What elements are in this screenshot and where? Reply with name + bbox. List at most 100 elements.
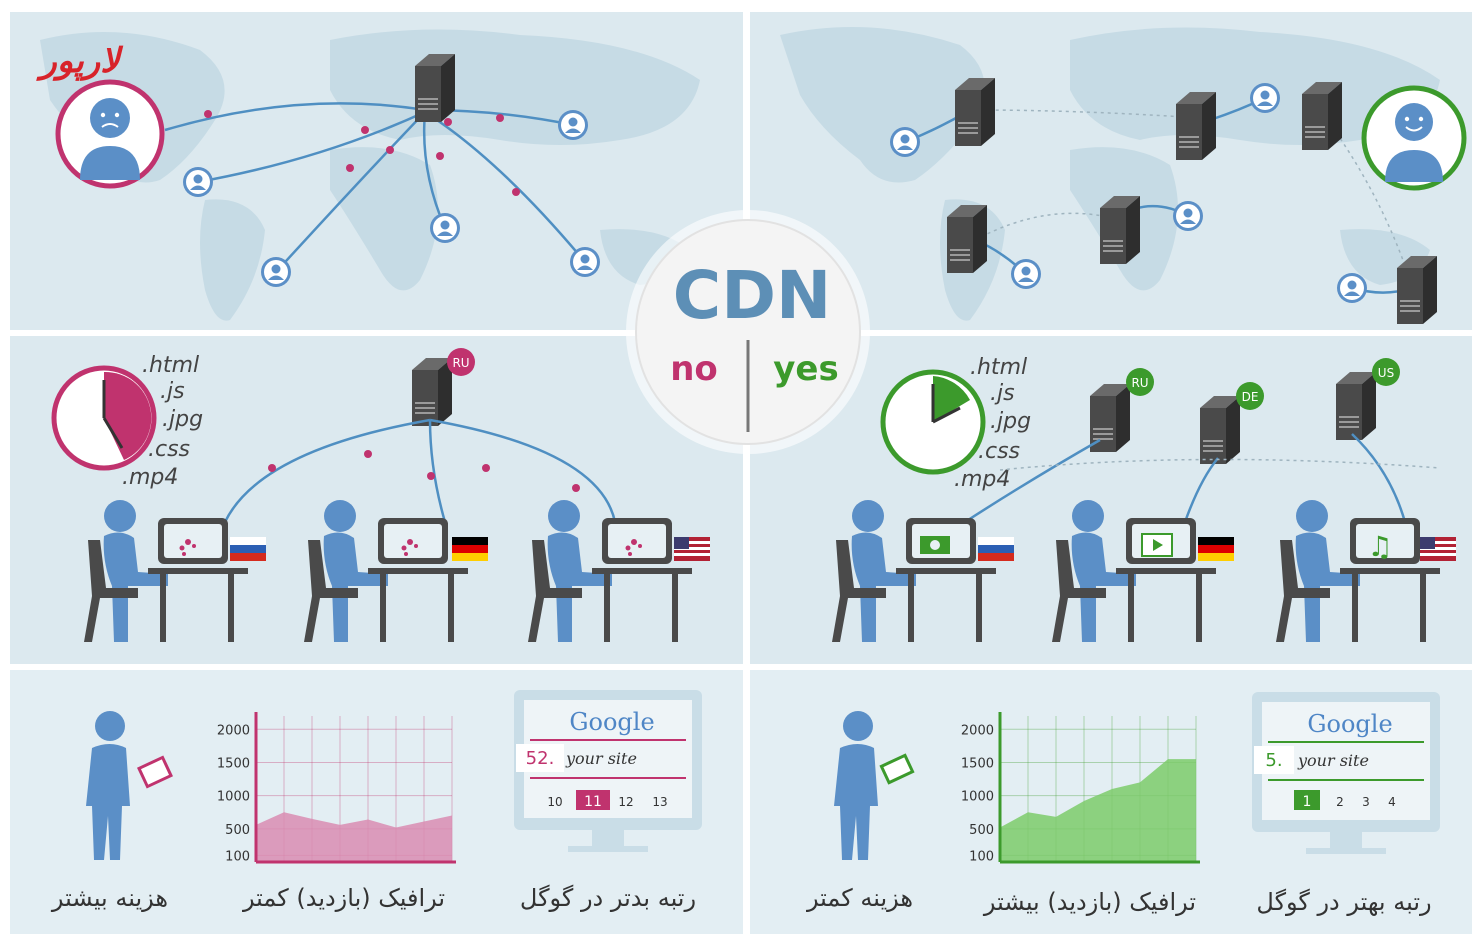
y-tick-label: 1500 bbox=[217, 756, 250, 771]
user-pin-icon bbox=[1011, 259, 1041, 289]
clock-slow-icon bbox=[51, 365, 157, 471]
flag-usa-icon bbox=[674, 537, 710, 561]
file-type-label: .mp4 bbox=[122, 465, 178, 490]
badge-de: DE bbox=[1236, 382, 1264, 410]
money-icon bbox=[920, 536, 950, 554]
server-icon bbox=[1200, 396, 1240, 464]
y-tick-label: 1500 bbox=[961, 756, 994, 771]
delivery-lines-yes bbox=[964, 433, 1407, 524]
google-current-page bbox=[576, 790, 610, 810]
y-tick-label: 1000 bbox=[217, 790, 250, 805]
file-type-label: .html bbox=[142, 353, 199, 378]
user-pin-icon bbox=[1250, 83, 1280, 113]
server-icon bbox=[1302, 82, 1342, 150]
file-type-label: .css bbox=[978, 439, 1020, 464]
svg-text:RU: RU bbox=[1131, 376, 1148, 390]
y-tick-label: 100 bbox=[225, 849, 250, 864]
cash-icon bbox=[879, 753, 915, 785]
user-pin-icon bbox=[1337, 273, 1367, 303]
google-your-site: your site bbox=[1297, 751, 1369, 770]
google-logo: Google bbox=[1307, 710, 1392, 738]
delivery-lines-no bbox=[223, 418, 617, 523]
server-icon bbox=[1336, 372, 1376, 440]
file-list-yes: .html .js .jpg .css .mp4 bbox=[954, 355, 1031, 492]
y-tick-label: 1000 bbox=[961, 790, 994, 805]
server-icon bbox=[412, 358, 452, 426]
file-type-label: .css bbox=[148, 437, 190, 462]
google-your-site: your site bbox=[565, 749, 637, 768]
area-series bbox=[1000, 759, 1196, 862]
area-series bbox=[256, 812, 452, 862]
y-tick-label: 2000 bbox=[217, 723, 250, 738]
delivery-dotted-yes bbox=[999, 458, 1441, 471]
clock-fast-icon bbox=[880, 369, 986, 475]
no-label: no bbox=[670, 349, 718, 389]
google-page-number: 12 bbox=[618, 795, 633, 809]
caption-no-cost: هزینه بیشتر bbox=[51, 884, 168, 912]
user-pin-icon bbox=[570, 247, 600, 277]
svg-text:DE: DE bbox=[1242, 390, 1259, 404]
caption-yes-traffic: ترافیک (بازدید) بیشتر bbox=[983, 888, 1196, 916]
server-icon bbox=[1100, 196, 1140, 264]
flag-russia-icon bbox=[230, 537, 266, 561]
google-rank-number: 52. bbox=[526, 748, 555, 769]
server-icon bbox=[955, 78, 995, 146]
google-page-number: 1 bbox=[1303, 794, 1312, 810]
caption-yes-rank: رتبه بهتر در گوگل bbox=[1256, 888, 1431, 916]
delivery-dots-no bbox=[268, 450, 580, 492]
google-page-number: 3 bbox=[1362, 795, 1370, 809]
y-tick-label: 500 bbox=[969, 823, 994, 838]
file-type-label: .jpg bbox=[990, 409, 1031, 434]
server-icon bbox=[415, 54, 455, 122]
svg-text:US: US bbox=[1378, 366, 1394, 380]
server-icon bbox=[947, 205, 987, 273]
traffic-chart-no: 2000 1500 1000 500 100 bbox=[217, 712, 456, 864]
cdn-title: CDN bbox=[673, 257, 831, 334]
file-type-label: .jpg bbox=[162, 407, 203, 432]
happy-user-avatar bbox=[1361, 85, 1467, 191]
caption-yes-cost: هزینه کمتر bbox=[806, 884, 913, 912]
svg-text:RU: RU bbox=[452, 356, 469, 370]
badge-us: US bbox=[1372, 358, 1400, 386]
file-type-label: .js bbox=[990, 381, 1015, 406]
badge-ru: RU bbox=[1126, 368, 1154, 396]
file-type-label: .mp4 bbox=[954, 467, 1010, 492]
google-rank-panel-yes: Google 5. your site 1 2 3 4 bbox=[1252, 692, 1440, 854]
flag-germany-icon bbox=[1198, 537, 1234, 561]
cdn-badge: CDN no yes bbox=[626, 210, 870, 454]
network-no-dots bbox=[204, 110, 520, 196]
video-play-icon bbox=[1141, 533, 1173, 557]
y-tick-label: 500 bbox=[225, 823, 250, 838]
badge-ru: RU bbox=[447, 348, 475, 376]
user-pin-icon bbox=[890, 127, 920, 157]
user-pin-icon bbox=[558, 110, 588, 140]
user-pin-icon bbox=[261, 257, 291, 287]
server-icon bbox=[1176, 92, 1216, 160]
credit-card-icon bbox=[136, 755, 174, 789]
user-pin-icon bbox=[1173, 201, 1203, 231]
google-page-number: 13 bbox=[652, 795, 667, 809]
flag-germany-icon bbox=[452, 537, 488, 561]
file-list-no: .html .js .jpg .css .mp4 bbox=[122, 353, 203, 490]
google-page-number: 2 bbox=[1336, 795, 1344, 809]
loading-spinner-icon bbox=[179, 539, 642, 556]
server-icon bbox=[1397, 256, 1437, 324]
user-pin-icon bbox=[183, 167, 213, 197]
music-note-icon: ♫ bbox=[1367, 530, 1392, 563]
caption-no-rank: رتبه بدتر در گوگل bbox=[520, 884, 696, 912]
google-page-number: 4 bbox=[1388, 795, 1396, 809]
google-rank-number: 5. bbox=[1265, 750, 1282, 771]
google-current-page bbox=[1294, 790, 1320, 810]
google-logo: Google bbox=[569, 708, 654, 736]
file-type-label: .html bbox=[970, 355, 1027, 380]
file-type-label: .js bbox=[160, 379, 185, 404]
sad-user-avatar bbox=[55, 79, 165, 189]
yes-label: yes bbox=[773, 349, 838, 389]
google-rank-panel-no: Google 52. your site 10 11 12 13 bbox=[514, 690, 702, 852]
flag-russia-icon bbox=[978, 537, 1014, 561]
user-pin-icon bbox=[430, 213, 460, 243]
y-tick-label: 100 bbox=[969, 849, 994, 864]
google-page-number: 10 bbox=[547, 795, 562, 809]
